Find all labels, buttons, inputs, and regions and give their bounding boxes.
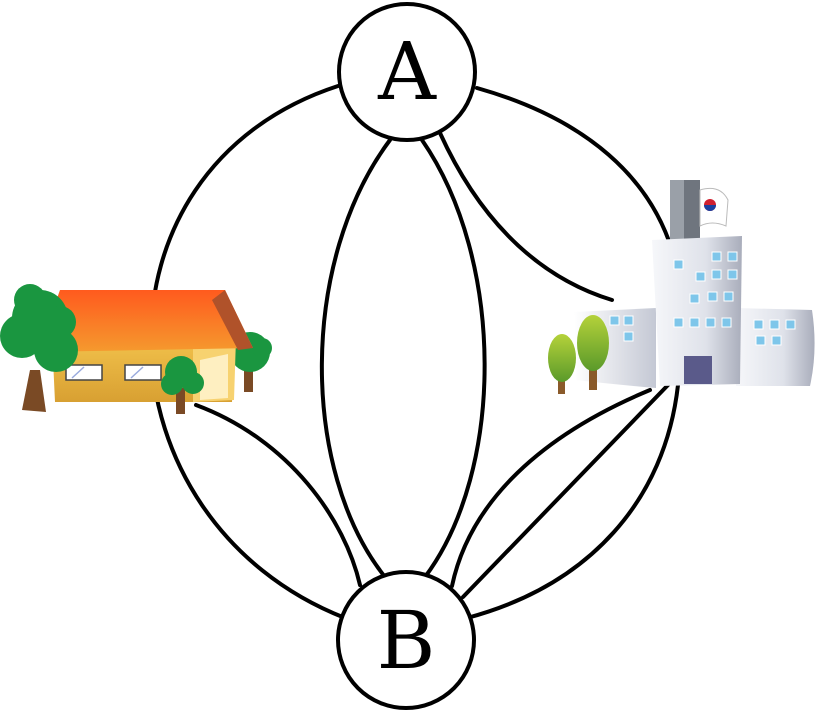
house-icon [0, 284, 272, 414]
node-b-circle [336, 570, 476, 710]
edge-school-to-b-1 [450, 388, 652, 588]
edge-inner-left [319, 138, 392, 579]
node-a-circle [337, 2, 477, 142]
node-a: A [337, 2, 477, 142]
edge-house-to-b [194, 403, 362, 587]
edge-right-outer-bottom [465, 383, 680, 620]
node-a-label: A [377, 25, 437, 118]
edge-school-to-b-2 [461, 383, 670, 599]
edge-a-to-school [438, 131, 614, 302]
school-building-icon [548, 180, 815, 394]
edge-inner-right [420, 138, 487, 579]
edge-right-outer-top [475, 86, 674, 252]
node-b: B [336, 570, 476, 710]
node-b-label: B [377, 594, 436, 687]
edges [149, 84, 680, 620]
